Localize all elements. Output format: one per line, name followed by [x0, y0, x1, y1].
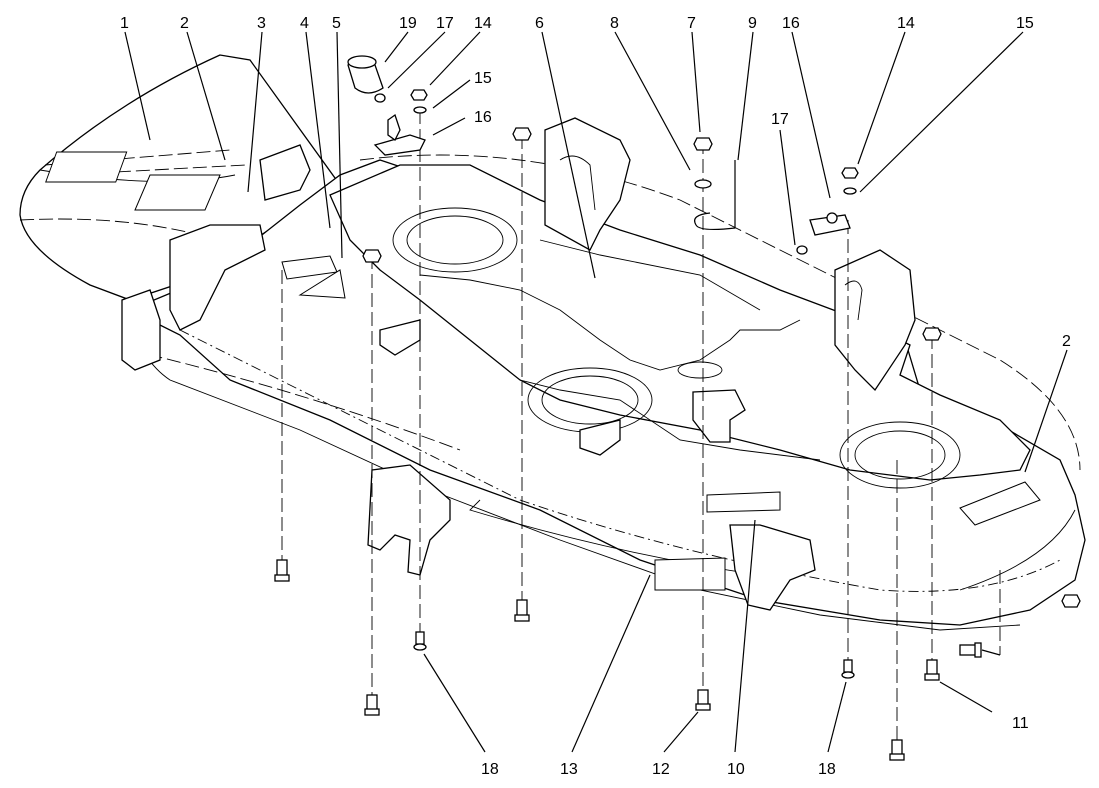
nut-5 [1061, 594, 1081, 608]
belt-cover [19, 54, 341, 301]
callout-11: 11 [1012, 715, 1029, 732]
oring-17b [796, 245, 808, 255]
callout-7: 7 [687, 15, 696, 32]
arrow-decal [298, 269, 346, 299]
grease-fitting-16b [809, 212, 851, 236]
callout-14a: 14 [474, 15, 492, 32]
rh-bracket [692, 389, 746, 443]
bolt-4 [695, 689, 711, 711]
callout-18b: 18 [818, 761, 836, 778]
front-hanger-left [367, 464, 451, 576]
cover-decal-2 [134, 174, 221, 211]
callout-18a: 18 [481, 761, 499, 778]
callout-17a: 17 [436, 15, 454, 32]
carriage-bolt-2 [841, 659, 855, 679]
callout-2: 2 [180, 15, 189, 32]
callout-6: 6 [535, 15, 544, 32]
bolt-3 [514, 599, 530, 622]
small-decal [706, 491, 781, 513]
bolt-1 [274, 559, 290, 582]
nut-4 [922, 327, 942, 341]
washer-8 [694, 179, 712, 189]
callout-15b: 15 [1016, 15, 1034, 32]
nut-1 [362, 249, 382, 263]
callout-10: 10 [727, 761, 745, 778]
bolt-2 [364, 694, 380, 716]
callout-1: 1 [120, 15, 129, 32]
bolt-5 [889, 739, 905, 761]
hardware [274, 89, 1081, 761]
callout-9: 9 [748, 15, 757, 32]
oring-17a [374, 93, 386, 103]
callout-12: 12 [652, 761, 670, 778]
chute-mount [121, 144, 621, 456]
callout-15a: 15 [474, 70, 492, 87]
callout-8: 8 [610, 15, 619, 32]
spindle-plate [329, 164, 1031, 489]
callout-labels: 1 2 3 4 5 19 17 14 15 16 6 8 7 9 16 14 1… [120, 15, 1071, 778]
washer-15a [413, 106, 427, 114]
grease-fitting-16a [373, 113, 426, 156]
callout-16a: 16 [474, 109, 492, 126]
cover-decal [45, 151, 128, 183]
right-decal [959, 481, 1041, 526]
callout-19: 19 [399, 15, 417, 32]
nut-6 [410, 89, 428, 101]
callout-13: 13 [560, 761, 578, 778]
bolt-6 [924, 659, 940, 681]
front-decal [654, 557, 726, 591]
rod-9 [694, 160, 736, 231]
nut-7 [841, 167, 859, 179]
callout-14b: 14 [897, 15, 915, 32]
callout-5: 5 [332, 15, 341, 32]
leader-lines [124, 31, 1068, 753]
callout-4: 4 [300, 15, 309, 32]
front-hanger-right [729, 524, 816, 611]
rear-bracket-left [544, 117, 631, 251]
grease-cap-19 [347, 55, 384, 94]
washer-15b [843, 187, 857, 195]
nut-2 [512, 127, 532, 141]
callout-17b: 17 [771, 111, 789, 128]
carriage-bolt-1 [413, 631, 427, 651]
nut-3 [693, 137, 713, 151]
callout-3: 3 [257, 15, 266, 32]
callout-2b: 2 [1062, 333, 1071, 350]
bolt-7 [959, 642, 982, 658]
callout-16b: 16 [782, 15, 800, 32]
